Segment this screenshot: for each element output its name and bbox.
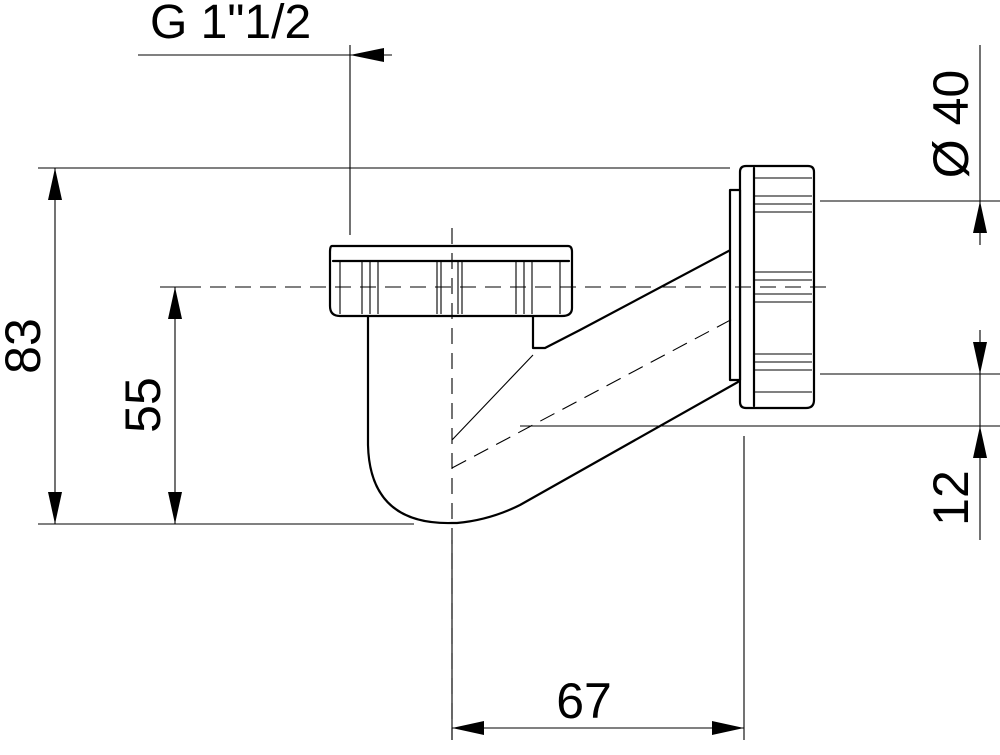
elbow-inner-line: [451, 354, 534, 441]
elbow-axis: [451, 315, 739, 469]
siphon-body: [328, 164, 816, 525]
dimension-12-label: 12: [923, 470, 979, 526]
extension-lines: [38, 45, 1000, 740]
inlet-nut-ribs: [339, 262, 561, 314]
dimension-12: 12: [923, 330, 987, 540]
diameter-label: Ø 40: [923, 70, 979, 178]
outlet-nut-ribs: [755, 177, 812, 393]
dimension-thread: G 1"1/2: [150, 0, 392, 62]
outlet-nut-outline: [738, 164, 816, 410]
dimension-83: 83: [0, 168, 62, 524]
inlet-nut-outline: [328, 244, 574, 318]
dimension-55-label: 55: [115, 377, 171, 433]
thread-label: G 1"1/2: [150, 0, 311, 49]
dimension-55: 55: [115, 287, 182, 524]
outlet-flange: [728, 188, 742, 382]
dimension-diameter: Ø 40: [923, 45, 987, 245]
dimension-83-label: 83: [0, 318, 51, 374]
dimension-67-label: 67: [556, 673, 612, 729]
dimension-67: 67: [452, 673, 744, 735]
